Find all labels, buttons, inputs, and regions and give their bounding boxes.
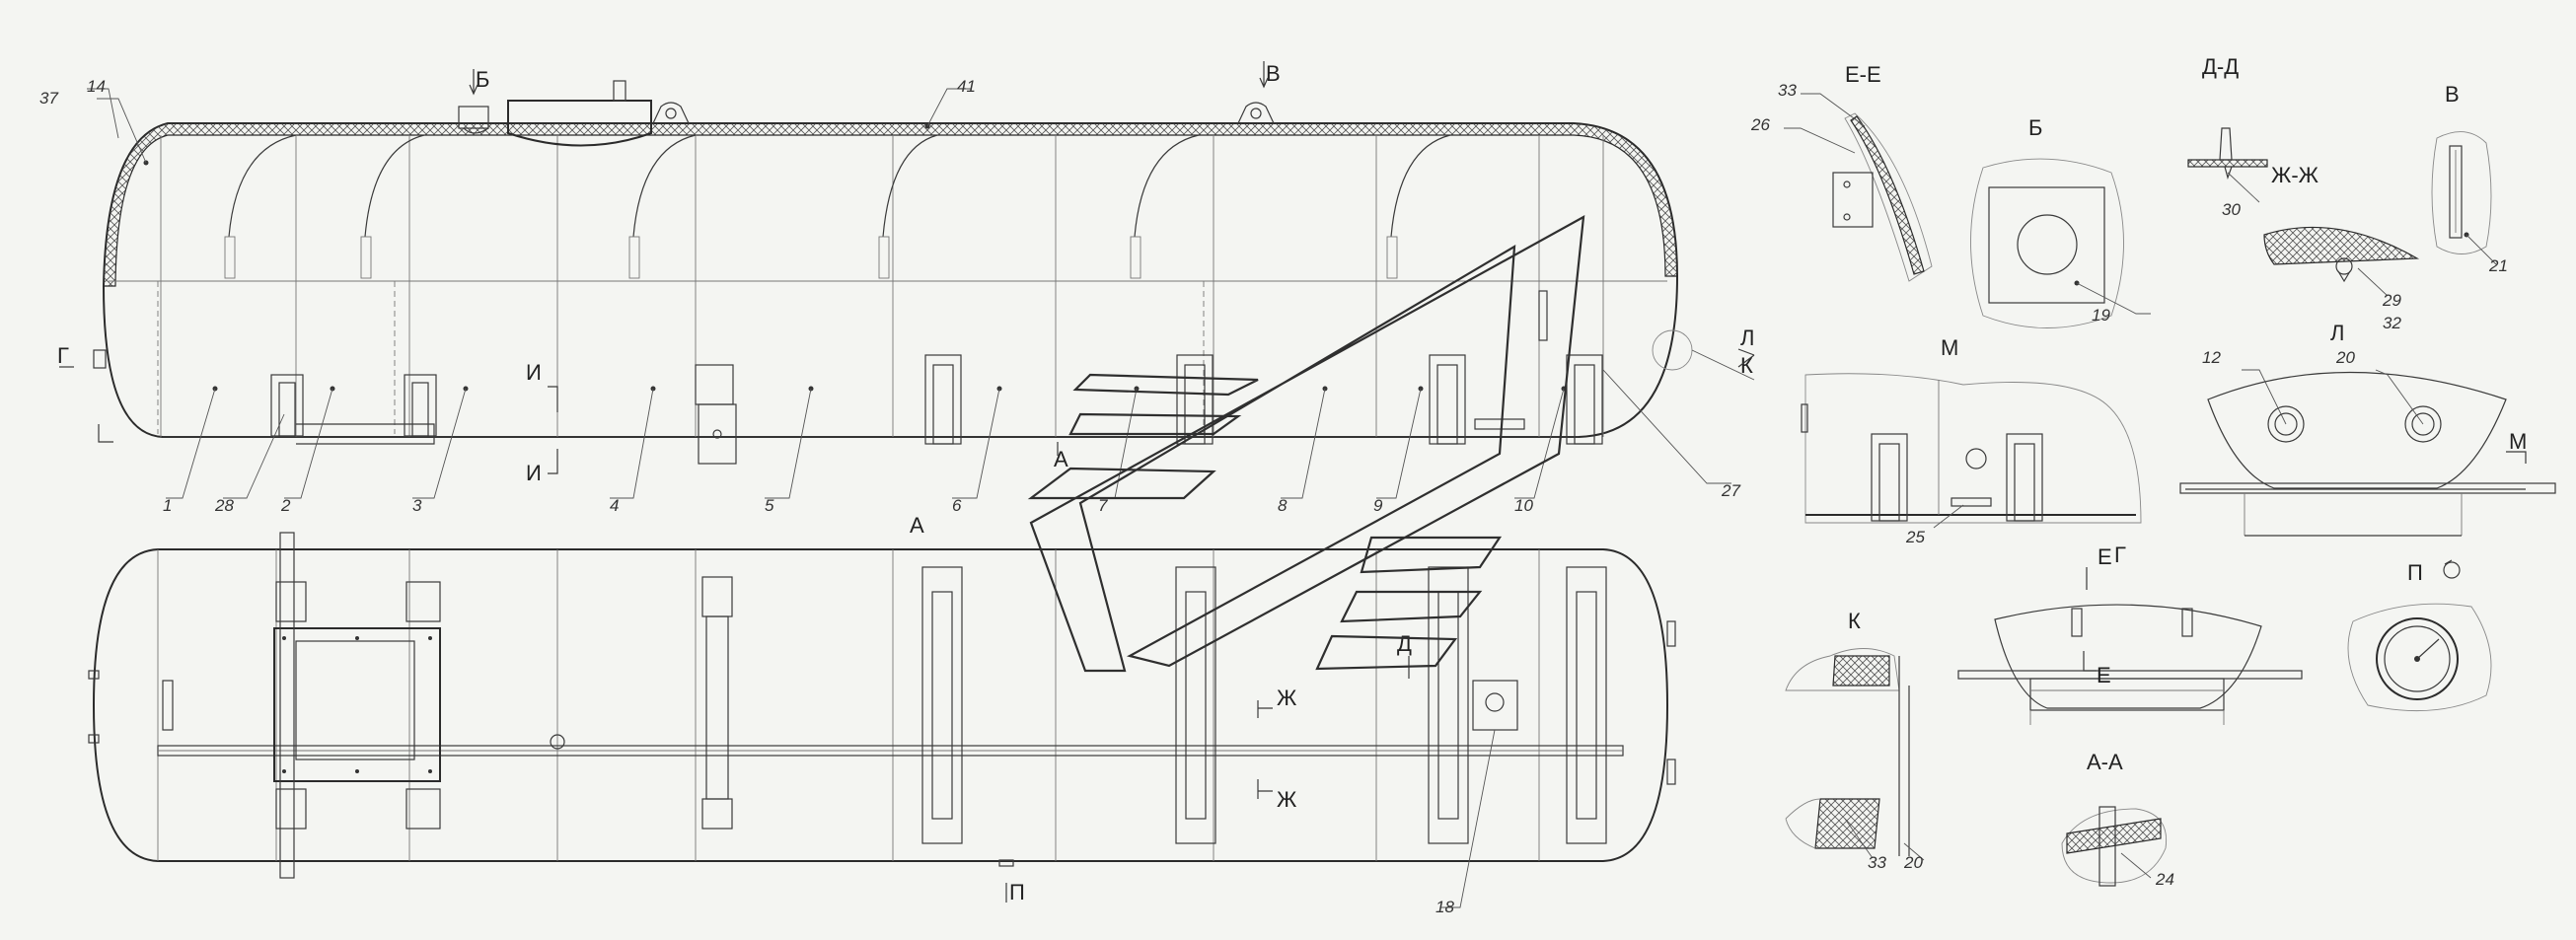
part-19: 19 [2092,306,2110,325]
part-12: 12 [2202,348,2221,367]
side-elevation-view [87,80,1755,499]
part-4: 4 [610,496,619,515]
plan-view-title: А [910,513,924,538]
plan-view: А 18 [88,513,1676,916]
part-21: 21 [2488,256,2508,275]
part-20-k: 20 [1903,853,1923,872]
part-7: 7 [1098,496,1108,515]
detail-view-v: В 21 [2431,82,2508,275]
part-24: 24 [2155,870,2174,889]
detail-view-ee: Е-Е 33 26 [1750,62,1933,282]
part-14: 14 [87,77,106,96]
view-title-m: М [1941,335,1958,360]
part-41: 41 [957,77,976,96]
part-3: 3 [412,496,422,515]
detail-view-24: 24 [2061,806,2174,889]
side-view-labels: 1 28 2 3 4 5 6 7 8 9 10 27 37 14 41 Б В … [39,61,1754,515]
section-mark-i-bottom: И [526,461,542,485]
detail-view-dd: Д-Д 30 [2187,54,2268,219]
part-1: 1 [163,496,172,515]
part-33-k: 33 [1868,853,1886,872]
section-mark-zh-top: Ж [1277,686,1297,710]
section-mark-g: Г [57,343,69,368]
view-title-ee: Е-Е [1845,62,1881,87]
part-10: 10 [1514,496,1533,515]
part-18: 18 [1435,898,1454,916]
section-mark-m: М [2509,429,2527,454]
view-title-v: В [2445,82,2460,107]
detail-view-m: М 25 [1801,335,2142,546]
part-25: 25 [1905,528,1925,546]
part-20-l: 20 [2335,348,2355,367]
section-mark-d: Д [1397,631,1412,656]
section-mark-a: А [1054,447,1068,471]
part-29: 29 [2382,291,2401,310]
part-37: 37 [39,89,58,108]
part-27: 27 [1721,481,1740,500]
detail-view-zhzh: Ж-Ж 29 32 [2263,163,2420,332]
section-mark-e-aa: Е [2098,544,2112,569]
brand-logo-watermark [1027,215,1585,673]
part-9: 9 [1373,496,1383,515]
section-mark-g-aa: Г [2114,542,2126,567]
part-28: 28 [214,496,234,515]
view-title-dd: Д-Д [2202,54,2239,79]
plan-cross-beams [701,566,1607,844]
section-mark-e2-aa: Е [2097,663,2111,687]
part-32: 32 [2383,314,2401,332]
part-2: 2 [280,496,291,515]
view-title-p: П [2407,560,2423,585]
view-title-l: Л [2330,321,2344,345]
part-5: 5 [765,496,774,515]
section-mark-b: Б [476,67,489,92]
detail-view-p: П [2347,559,2492,712]
view-title-b: Б [2028,115,2042,140]
section-mark-p: П [1009,880,1025,904]
part-8: 8 [1278,496,1288,515]
view-title-aa: А-А [2087,750,2123,774]
view-title-k: К [1848,609,1861,633]
detail-view-b: Б 19 [1970,115,2151,328]
view-title-zhzh: Ж-Ж [2271,163,2319,187]
section-mark-k: К [1740,353,1753,378]
part-30: 30 [2222,200,2241,219]
part-33-ee: 33 [1778,81,1797,100]
part-26: 26 [1750,115,1770,134]
part-6: 6 [952,496,962,515]
detail-view-aa: А-А Г Е Е [1957,542,2303,774]
section-mark-v: В [1266,61,1281,86]
detail-view-k: К 33 20 [1785,609,1925,872]
section-mark-l: Л [1740,325,1754,350]
cradle-1 [270,354,1603,465]
detail-view-l: Л 12 20 М [2179,321,2556,537]
section-mark-i-top: И [526,360,542,385]
section-mark-zh-bottom: Ж [1277,787,1297,812]
